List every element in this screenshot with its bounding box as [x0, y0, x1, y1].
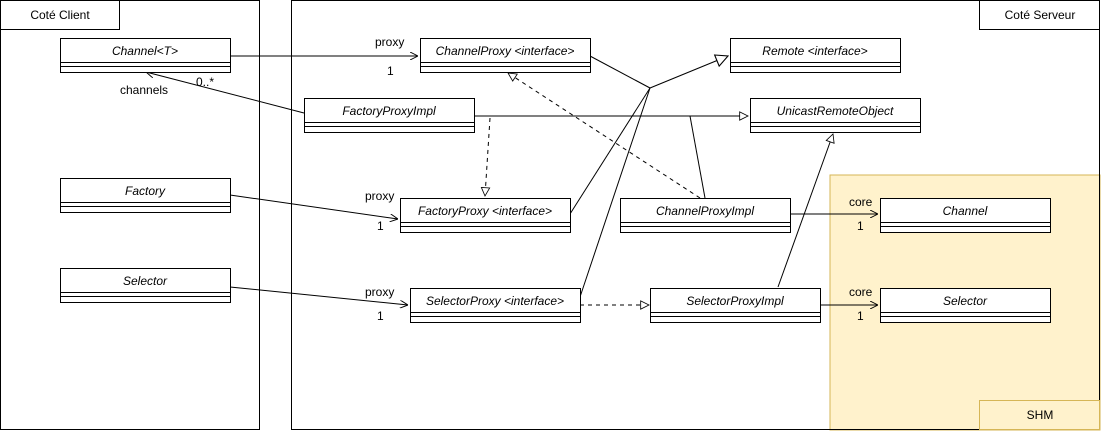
class-channel-proxy[interactable]: ChannelProxy <interface>: [420, 38, 591, 73]
class-channel-t[interactable]: Channel<T>: [60, 38, 231, 73]
shm-label-box: SHM: [979, 400, 1100, 430]
class-selector-client-name: Selector: [123, 274, 168, 288]
server-frame-title: Coté Serveur: [1005, 8, 1076, 22]
edge-channelproxyimpl-to-unicast: [689, 115, 706, 199]
client-frame-title: Coté Client: [30, 8, 90, 22]
edge-selector-to-selectorproxy: [229, 286, 408, 305]
class-factory-proxy-impl[interactable]: FactoryProxyImpl: [304, 98, 475, 133]
shm-title: SHM: [1027, 408, 1054, 422]
class-channel-core[interactable]: Channel: [880, 198, 1051, 233]
edge-channelproxyimpl-realizes-channelproxy: [508, 73, 701, 199]
class-selector-proxy-impl[interactable]: SelectorProxyImpl: [650, 288, 821, 323]
class-selector-core[interactable]: Selector: [880, 288, 1051, 323]
class-channel-proxy-impl[interactable]: ChannelProxyImpl: [620, 198, 791, 233]
class-factory-proxy-impl-name: FactoryProxyImpl: [342, 104, 436, 118]
edge-selectorproxy-gen: [579, 87, 651, 298]
class-factory-proxy-name: FactoryProxy <interface>: [418, 204, 552, 218]
class-factory-client-name: Factory: [125, 184, 166, 198]
label-core-selector: core: [849, 285, 873, 299]
label-mult-channels: 0..*: [196, 75, 214, 89]
class-factory-proxy[interactable]: FactoryProxy <interface>: [400, 198, 571, 233]
class-selector-core-name: Selector: [943, 294, 988, 308]
class-channel-proxy-name: ChannelProxy <interface>: [436, 44, 575, 58]
class-selector-client[interactable]: Selector: [60, 268, 231, 303]
label-mult-channel-proxy: 1: [387, 64, 394, 78]
edge-labels: proxy 1 0..* channels proxy 1 proxy 1 co…: [120, 35, 873, 323]
label-core-channel: core: [849, 195, 873, 209]
class-channel-core-name: Channel: [943, 204, 988, 218]
label-mult-selector-proxy: 1: [377, 309, 384, 323]
class-unicast-remote-object[interactable]: UnicastRemoteObject: [750, 98, 921, 133]
label-mult-core-channel: 1: [857, 219, 864, 233]
class-selector-proxy-name: SelectorProxy <interface>: [426, 294, 564, 308]
class-remote-name: Remote <interface>: [762, 44, 867, 58]
class-channel-t-name: Channel<T>: [112, 44, 178, 58]
edge-factoryproxyimpl-to-channel: [146, 72, 305, 114]
class-unicast-remote-object-name: UnicastRemoteObject: [777, 104, 894, 118]
edge-factoryproxyimpl-realizes-factoryproxy: [485, 117, 491, 196]
label-mult-factory-proxy: 1: [377, 219, 384, 233]
label-mult-core-selector: 1: [857, 309, 864, 323]
label-proxy-channel: proxy: [375, 35, 404, 49]
edge-factory-to-factoryproxy: [229, 194, 398, 219]
label-proxy-factory: proxy: [365, 189, 394, 203]
edge-selectorproxyimpl-to-unicast: [777, 134, 833, 288]
class-factory-client[interactable]: Factory: [60, 178, 231, 213]
client-frame: Coté Client: [0, 0, 260, 430]
class-channel-proxy-impl-name: ChannelProxyImpl: [656, 204, 754, 218]
label-proxy-selector: proxy: [365, 285, 394, 299]
label-channels: channels: [120, 83, 168, 97]
edge-factoryproxy-gen: [569, 87, 651, 215]
class-selector-proxy-impl-name: SelectorProxyImpl: [686, 294, 784, 308]
class-selector-proxy[interactable]: SelectorProxy <interface>: [410, 288, 581, 323]
edge-gen-to-remote: [649, 56, 728, 89]
edge-channelproxy-gen: [589, 55, 651, 89]
class-remote[interactable]: Remote <interface>: [730, 38, 901, 73]
server-frame: Coté Serveur: [291, 0, 1100, 430]
